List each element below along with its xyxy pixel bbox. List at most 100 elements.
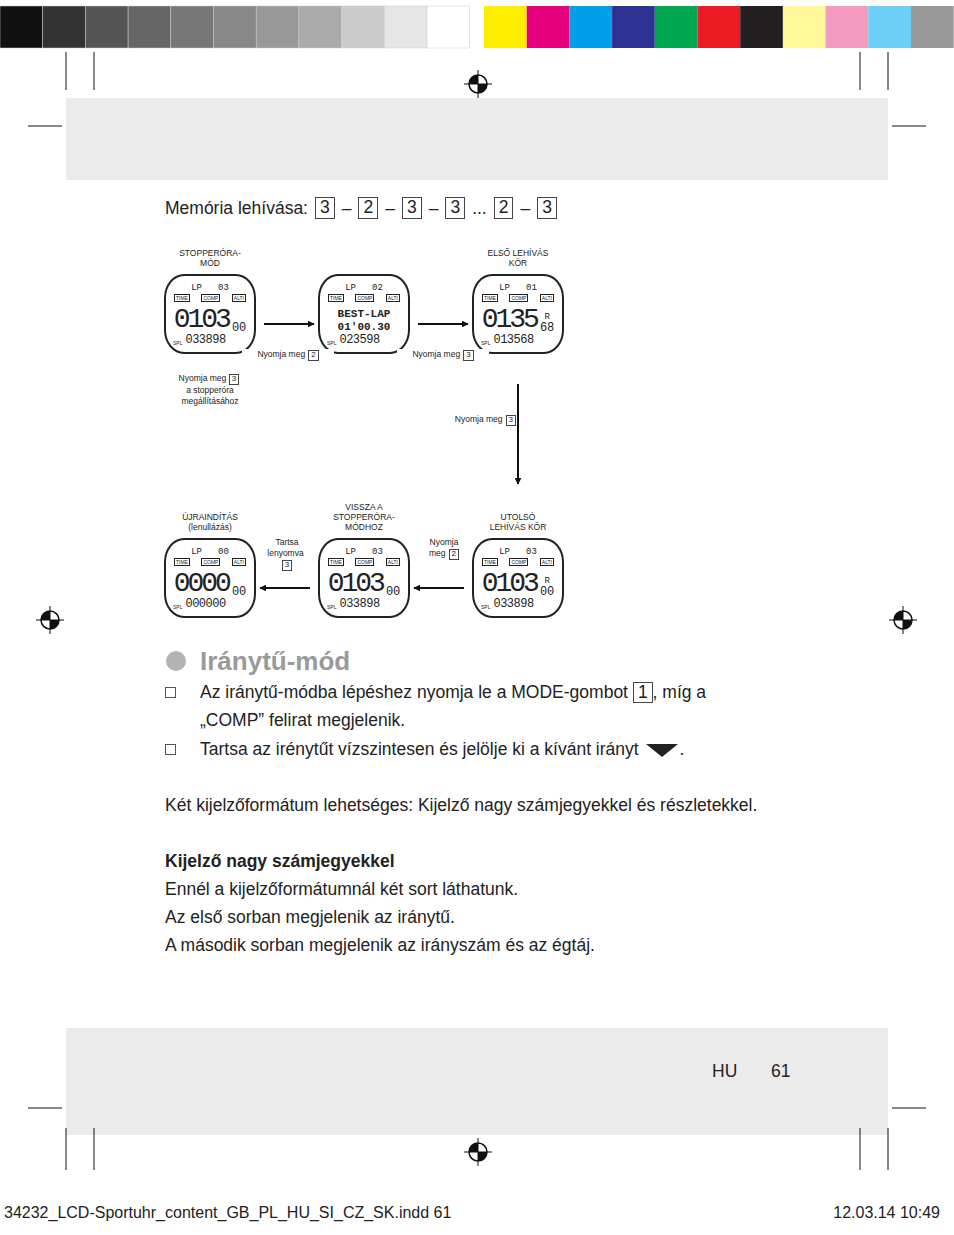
display-text: 0103 — [482, 570, 537, 598]
display-text: TIME — [328, 294, 344, 302]
display-text: 0000 — [174, 570, 229, 598]
text-block: Iránytű-mód — [200, 645, 350, 677]
display-text: 00 — [232, 322, 246, 334]
label-text: . — [680, 739, 685, 759]
label-text: Ennél a kijelzőformátumnál két sort láth… — [165, 879, 518, 899]
split-row: SPL033898 — [327, 598, 401, 610]
watch-display-node: UTOLSÓ LEHÍVÁS KÖRLP03TIMECOMPALTI010300… — [472, 512, 564, 618]
text-block: Ennél a kijelzőformátumnál két sort láth… — [165, 875, 518, 903]
label-text: – — [520, 194, 530, 222]
display-text: COMP — [509, 294, 528, 302]
edge-label-text: Nyomja meg — [455, 414, 503, 424]
display-text: SPL — [173, 604, 182, 610]
label-text: HU — [712, 1061, 737, 1081]
label-text: Nyomja meg — [179, 373, 227, 383]
lap-row: LP01 — [499, 283, 537, 293]
display-text: COMP — [509, 558, 528, 566]
hundredths: 00 — [232, 586, 246, 598]
split-row: SPL000000 — [173, 598, 247, 610]
color-swatch — [826, 6, 869, 48]
section-bullet — [166, 651, 186, 671]
text-block: Az első sorban megjelenik az iránytű. — [165, 903, 455, 931]
grey-swatch — [43, 6, 86, 48]
display-text: 0103 — [328, 570, 383, 598]
color-bars — [0, 6, 954, 48]
edge-label: Nyomja meg2 — [424, 537, 464, 560]
edge-label: Nyomja meg3 — [397, 349, 489, 361]
label-text: Az iránytű-módba lépéshez nyomja le a MO… — [200, 682, 628, 702]
button-number: 3 — [229, 374, 239, 385]
display-text: 03 — [218, 283, 229, 293]
split-row: SPL033898 — [173, 334, 247, 346]
edge-label: Tartsa lenyomva3 — [262, 537, 312, 571]
grey-swatch — [342, 6, 385, 48]
edge-label: Nyomja meg3 — [420, 414, 516, 426]
print-mark-part — [860, 52, 861, 90]
watch-display-node: ÚJRAINDÍTÁS (lenullázás)LP00TIMECOMPALTI… — [164, 512, 256, 618]
display-text: 0103 — [174, 306, 229, 334]
display-text: 033898 — [493, 598, 533, 610]
display-text: ALTI — [386, 558, 400, 566]
registration-mark — [36, 606, 64, 634]
display-text: LP — [191, 283, 202, 293]
watch-display-node: VISSZA A STOPPERÓRA-MÓDHOZLP03TIMECOMPAL… — [318, 502, 410, 618]
text-block: 61 — [771, 1057, 790, 1085]
display-text: LP — [345, 283, 356, 293]
display-text: 000000 — [185, 598, 225, 610]
text-block: 34232_LCD-Sportuhr_content_GB_PL_HU_SI_C… — [4, 1203, 451, 1223]
mode-heading: STOPPERÓRA-MÓD — [164, 248, 256, 268]
text-block: Kijelző nagy számjegyekkel — [165, 847, 395, 875]
display-text: ALTI — [386, 294, 400, 302]
lcd-watch: LP00TIMECOMPALTI000000SPL000000 — [164, 538, 256, 618]
display-text: SPL — [327, 340, 336, 346]
display-text: VISSZA A STOPPERÓRA-MÓDHOZ — [333, 502, 395, 532]
mode-tags: TIMECOMPALTI — [174, 558, 246, 566]
display-text: LP — [499, 547, 510, 557]
watch-display-node: LP02TIMECOMPALTIBEST-LAP01'00.30SPL02359… — [318, 274, 410, 354]
label-text: a stopperóra megállításához — [164, 385, 256, 407]
color-swatch — [655, 6, 698, 48]
main-digits: 013568R — [482, 303, 555, 334]
lap-row: LP02 — [345, 283, 383, 293]
label-text: Tartsa az irénytűt vízszintesen és jelöl… — [200, 739, 639, 759]
print-mark-part — [94, 1128, 95, 1170]
mode-heading: ELSŐ LEHÍVÁS KÖR — [472, 248, 564, 268]
display-text: COMP — [355, 294, 374, 302]
split-row: SPL023598 — [327, 334, 401, 346]
label-text: 12.03.14 10:49 — [833, 1204, 940, 1221]
display-text: ALTI — [540, 558, 554, 566]
button-number: 3 — [463, 350, 473, 361]
watch-display-node: STOPPERÓRA-MÓDLP03TIMECOMPALTI010300SPL0… — [164, 248, 256, 354]
hundredths: 00R — [540, 577, 554, 598]
label-text: Az első sorban megjelenik az iránytű. — [165, 907, 455, 927]
lcd-watch: LP03TIMECOMPALTI010300SPL033898 — [318, 538, 410, 618]
display-text: TIME — [482, 294, 498, 302]
hundredths: 00 — [232, 322, 246, 334]
lap-row: LP03 — [499, 547, 537, 557]
registration-mark — [464, 1138, 492, 1166]
display-text: SPL — [327, 604, 336, 610]
color-swatch — [527, 6, 570, 48]
color-swatch — [868, 6, 911, 48]
grey-swatch — [384, 6, 427, 48]
display-text: 00 — [232, 586, 246, 598]
flow-arrow — [260, 587, 310, 589]
label-text: Iránytű-mód — [200, 646, 350, 676]
text-block: 12.03.14 10:49 — [833, 1203, 940, 1223]
display-text: 03 — [372, 547, 383, 557]
main-digits: 010300 — [328, 567, 401, 598]
display-text: R — [544, 313, 549, 322]
button-number: 2 — [494, 197, 514, 218]
display-text: LP — [499, 283, 510, 293]
edge-label: Nyomja meg2 — [242, 349, 334, 361]
lcd-watch: LP02TIMECOMPALTIBEST-LAP01'00.30SPL02359… — [318, 274, 410, 354]
grey-swatch — [214, 6, 257, 48]
edge-label-text: Nyomja meg — [412, 349, 460, 359]
print-mark-part — [860, 1128, 861, 1170]
flow-arrow — [414, 587, 464, 589]
lcd-watch: LP03TIMECOMPALTI010300SPL033898 — [164, 274, 256, 354]
display-text: 00 — [386, 586, 400, 598]
display-text: SPL — [481, 340, 490, 346]
color-swatch — [783, 6, 826, 48]
